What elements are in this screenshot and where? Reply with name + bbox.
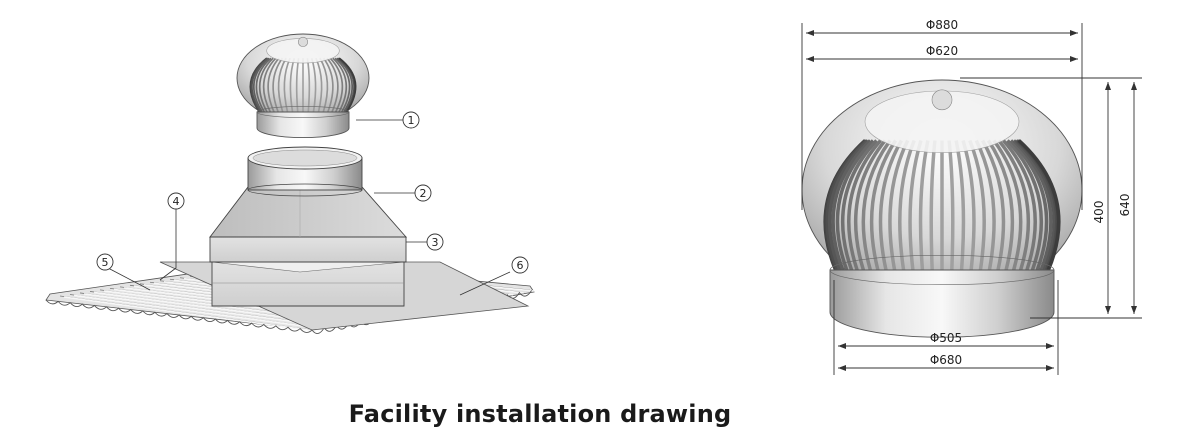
callout-leaders: [107, 119, 511, 296]
callout-1: 1: [402, 111, 420, 129]
dim-inner-top: Φ620: [926, 44, 958, 58]
callout-2: 2: [414, 184, 432, 202]
transition-adapter: [209, 186, 407, 263]
callout-3: 3: [426, 233, 444, 251]
dimension-lines: [801, 23, 1142, 375]
svg-text:5: 5: [102, 256, 109, 269]
callout-5: 5: [96, 253, 114, 271]
figure-caption: Facility installation drawing: [348, 400, 732, 428]
svg-text:6: 6: [517, 259, 524, 272]
turbine-ventilator-small: [236, 33, 370, 139]
dim-height-inner: 400: [1092, 201, 1106, 224]
exploded-view: 1 2 3 4 5 6: [45, 33, 535, 334]
dim-outer-top: Φ880: [926, 18, 958, 32]
svg-text:4: 4: [173, 195, 180, 208]
callout-4: 4: [167, 192, 185, 210]
base-box: [211, 261, 405, 307]
turbine-ventilator-large: [801, 79, 1083, 338]
svg-text:1: 1: [408, 114, 415, 127]
dim-base-inner: Φ505: [930, 331, 962, 345]
dim-base-outer: Φ680: [930, 353, 962, 367]
svg-text:2: 2: [420, 187, 427, 200]
callout-6: 6: [511, 256, 529, 274]
dimension-arrowheads: [806, 30, 1137, 371]
cylinder-collar: [247, 146, 363, 197]
dimensioned-view: Φ880 Φ620 Φ505 Φ680 400 640: [801, 18, 1142, 375]
dim-height-outer: 640: [1118, 194, 1132, 217]
svg-text:3: 3: [432, 236, 439, 249]
